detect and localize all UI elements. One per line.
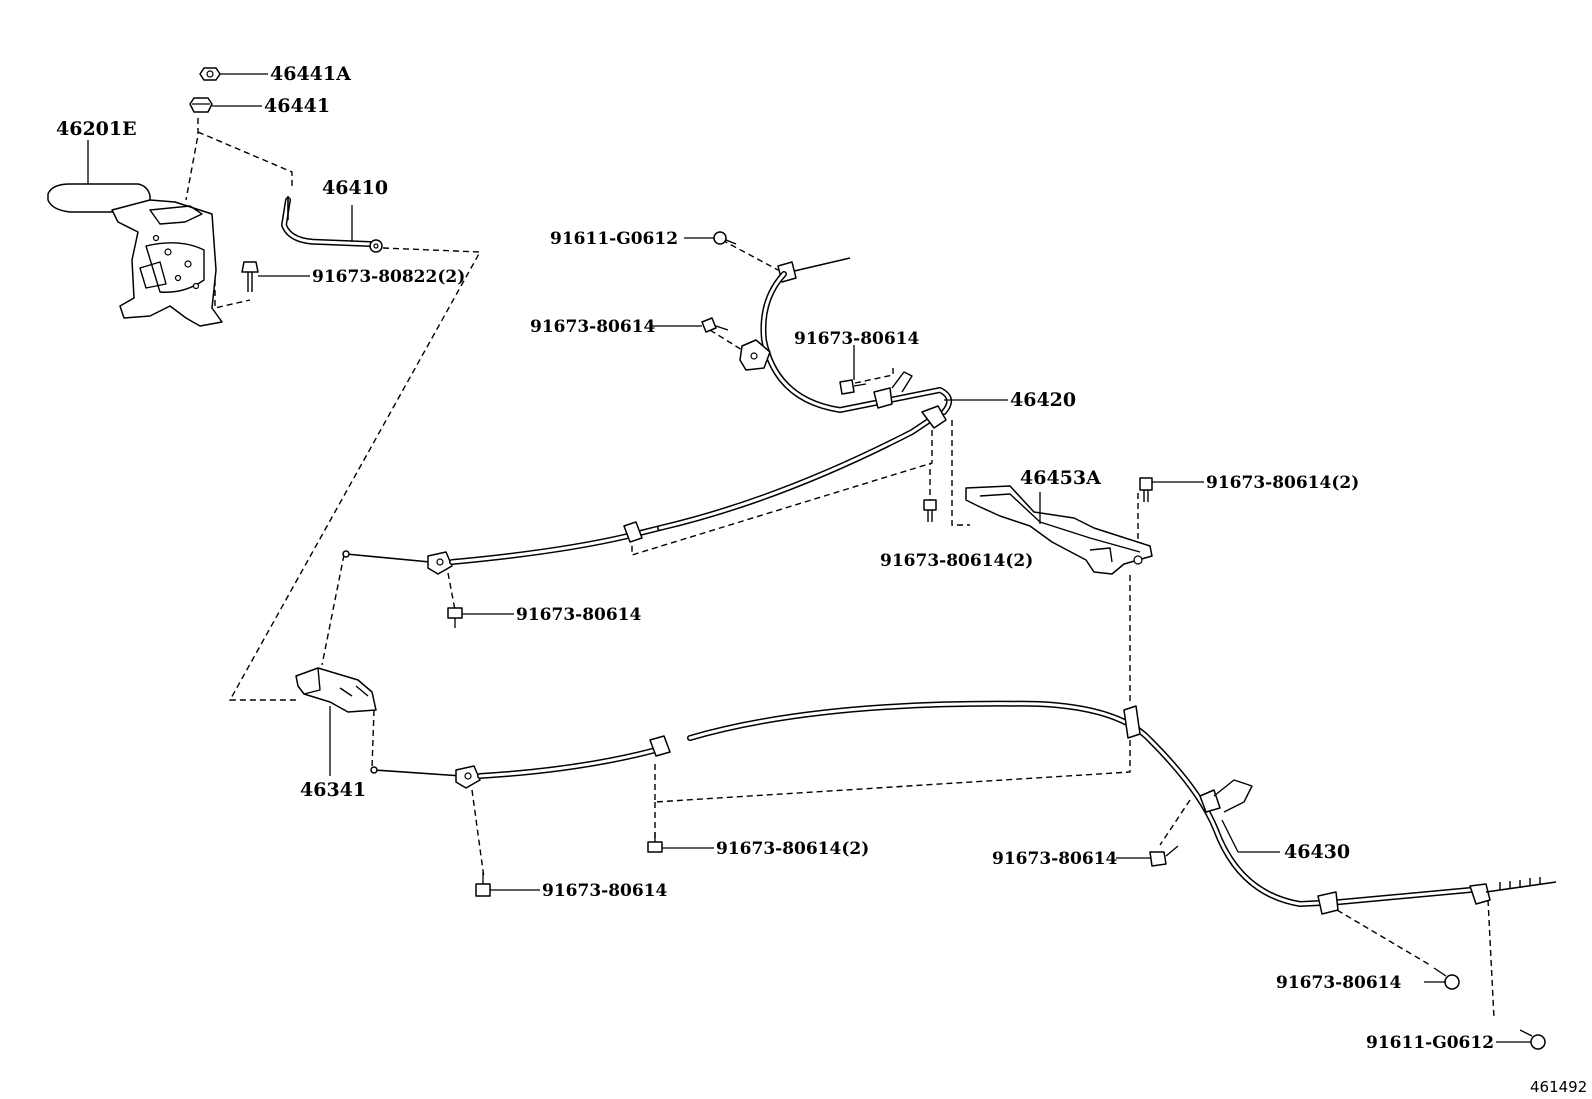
rear-cable-46430	[370, 700, 1557, 915]
equalizer-46341	[295, 667, 377, 713]
cable-46420-upper	[739, 257, 953, 415]
parking-brake-lever	[47, 183, 223, 327]
front-cable-46410	[281, 196, 383, 253]
leader-lines	[87, 73, 1531, 1043]
label-46441: 46441	[264, 95, 330, 117]
label-46453a: 46453A	[1020, 467, 1101, 489]
label-46201e: 46201E	[56, 118, 137, 140]
label-91673-80614-g: 91673-80614	[542, 881, 668, 901]
label-91611-g0612-bottom: 91611-G0612	[1366, 1033, 1494, 1053]
label-91673-80822: 91673-80822(2)	[312, 267, 465, 287]
label-46441a: 46441A	[270, 63, 351, 85]
label-46430: 46430	[1284, 841, 1350, 863]
label-91673-80614-h: 91673-80614	[992, 849, 1118, 869]
label-46341: 46341	[300, 779, 366, 801]
bracket-46453a	[965, 485, 1153, 575]
label-91673-80614-2-c: 91673-80614(2)	[880, 551, 1033, 571]
label-91673-80614-a: 91673-80614	[530, 317, 656, 337]
diagram-id: 461492	[1530, 1078, 1587, 1096]
bolts	[447, 231, 1546, 1050]
callout-labels: 46441A 46441 46201E 46410 91673-80822(2)…	[56, 63, 1494, 1053]
nut-46441a	[199, 67, 221, 81]
assembly-dashed-lines	[185, 118, 1495, 1019]
label-46420: 46420	[1010, 389, 1076, 411]
label-91673-80614-b: 91673-80614	[794, 329, 920, 349]
label-91673-80614-2-f: 91673-80614(2)	[716, 839, 869, 859]
cable-46420-lower	[342, 405, 947, 575]
label-91611-g0612-top: 91611-G0612	[550, 229, 678, 249]
label-46410: 46410	[322, 177, 388, 199]
label-91673-80614-e: 91673-80614	[516, 605, 642, 625]
nut-46441	[189, 97, 213, 113]
bolt-91673-80822	[241, 261, 259, 292]
label-91673-80614-i: 91673-80614	[1276, 973, 1402, 993]
label-91673-80614-2-d: 91673-80614(2)	[1206, 473, 1359, 493]
